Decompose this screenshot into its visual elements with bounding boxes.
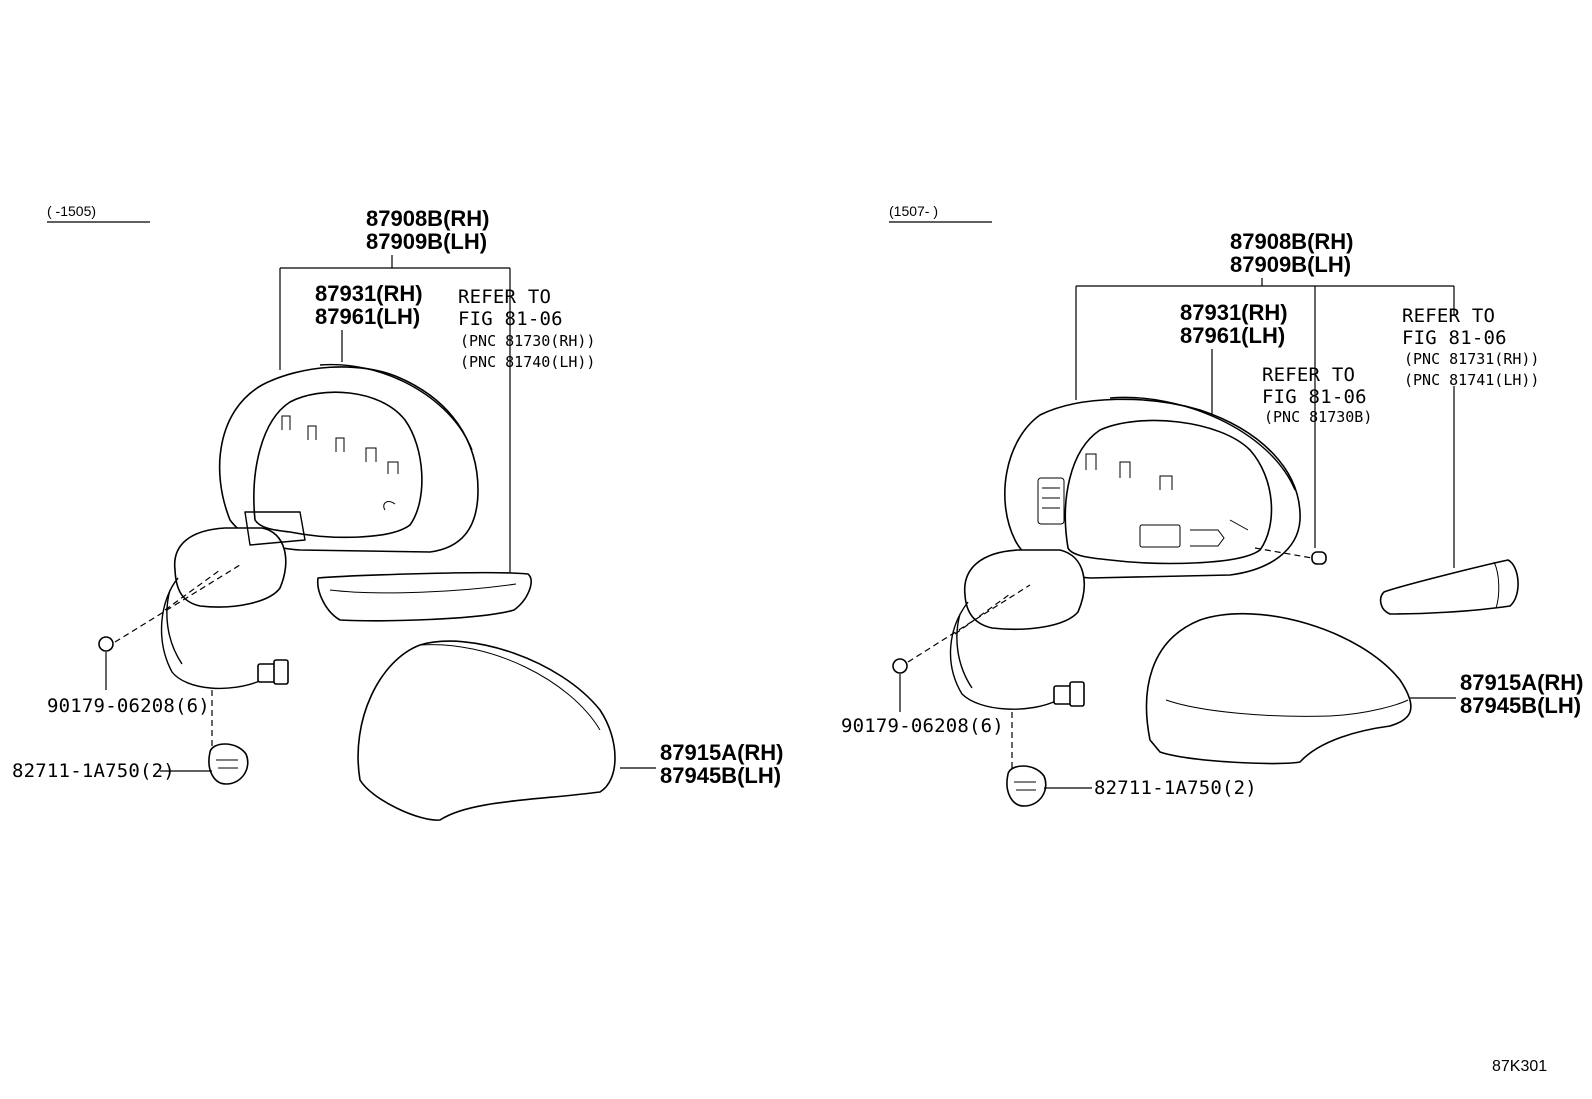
left-turn-lamp-detail <box>329 583 517 594</box>
right-cover-lh: 87945B(LH) <box>1460 693 1581 718</box>
right-range-label: (1507- ) <box>889 203 938 219</box>
left-assembly-rh: 87908B(RH) <box>366 206 490 231</box>
left-clip-label: 82711-1A750(2) <box>12 760 175 782</box>
right-assembly-rh: 87908B(RH) <box>1230 229 1354 254</box>
right-diagram: (1507- ) 87908B(RH) 87909B(LH) 87931(RH)… <box>841 203 1584 807</box>
right-wire-harness <box>949 601 1059 710</box>
left-wire-harness-2 <box>166 589 183 665</box>
left-mirror-base <box>173 527 287 608</box>
left-refer-line1: REFER TO <box>458 286 551 308</box>
right-cover-rh: 87915A(RH) <box>1460 670 1584 695</box>
right-turn-lamp <box>1379 559 1519 615</box>
left-housing-rim <box>319 363 473 451</box>
left-turn-lamp <box>316 571 532 622</box>
left-cover-edge <box>419 644 601 731</box>
left-diagram: ( -1505) 87908B(RH) 87909B(LH) 87931(RH)… <box>12 203 784 821</box>
left-screw-dashed-leader <box>114 564 241 643</box>
left-refer-pnc1: (PNC 81730(RH)) <box>460 332 595 350</box>
right-clip-label: 82711-1A750(2) <box>1094 777 1257 799</box>
left-base-bracket <box>244 511 306 546</box>
right-screw-label: 90179-06208(6) <box>841 715 1004 737</box>
left-glass-rh: 87931(RH) <box>315 281 423 306</box>
left-refer-line2: FIG 81-06 <box>458 308 563 330</box>
right-refer-a-line2: FIG 81-06 <box>1262 386 1367 408</box>
left-screw-label: 90179-06208(6) <box>47 695 210 717</box>
left-glass-details <box>281 415 399 511</box>
right-mirror-cover <box>1145 613 1412 765</box>
left-connector-cap <box>273 659 289 685</box>
right-glass-rh: 87931(RH) <box>1180 300 1288 325</box>
left-assembly-leader <box>279 255 511 578</box>
left-clip-detail <box>216 759 238 769</box>
right-mirror-glass <box>1064 419 1273 565</box>
right-assembly-leader <box>1075 278 1455 568</box>
left-screw <box>98 636 114 652</box>
right-refer-b-pnc1: (PNC 81731(RH)) <box>1404 350 1539 368</box>
right-screw-dashed-leader-2 <box>954 593 1011 635</box>
right-mirror-base <box>963 549 1085 631</box>
right-actuator-details <box>1037 453 1249 548</box>
left-wire-harness <box>160 577 263 690</box>
right-refer-a-line1: REFER TO <box>1262 364 1355 386</box>
left-mirror-glass <box>253 391 423 539</box>
left-mirror-cover <box>357 640 616 821</box>
right-bulb <box>1311 551 1327 565</box>
left-assembly-lh: 87909B(LH) <box>366 229 487 254</box>
right-wire-harness-2 <box>956 613 973 689</box>
right-glass-lh: 87961(LH) <box>1180 323 1285 348</box>
left-screw-dashed-leader-2 <box>164 569 221 611</box>
left-range-label: ( -1505) <box>47 203 96 219</box>
right-connector-cap <box>1069 681 1085 707</box>
right-screw-dashed-leader <box>907 584 1031 663</box>
left-cover-rh: 87915A(RH) <box>660 740 784 765</box>
right-clip-detail <box>1014 781 1036 791</box>
left-clip <box>208 743 249 785</box>
right-refer-b-line2: FIG 81-06 <box>1402 327 1507 349</box>
left-refer-pnc2: (PNC 81740(LH)) <box>460 353 595 371</box>
right-refer-a-pnc: (PNC 81730B) <box>1264 408 1372 426</box>
right-assembly-lh: 87909B(LH) <box>1230 252 1351 277</box>
right-clip <box>1006 765 1047 807</box>
figure-id: 87K301 <box>1492 1058 1547 1075</box>
left-glass-lh: 87961(LH) <box>315 304 420 329</box>
right-cover-edge <box>1165 699 1409 717</box>
right-turn-lamp-detail <box>1493 561 1500 609</box>
right-refer-b-pnc2: (PNC 81741(LH)) <box>1404 371 1539 389</box>
right-screw <box>892 658 908 674</box>
right-refer-b-line1: REFER TO <box>1402 305 1495 327</box>
left-cover-lh: 87945B(LH) <box>660 763 781 788</box>
right-housing-rim <box>1109 396 1296 491</box>
